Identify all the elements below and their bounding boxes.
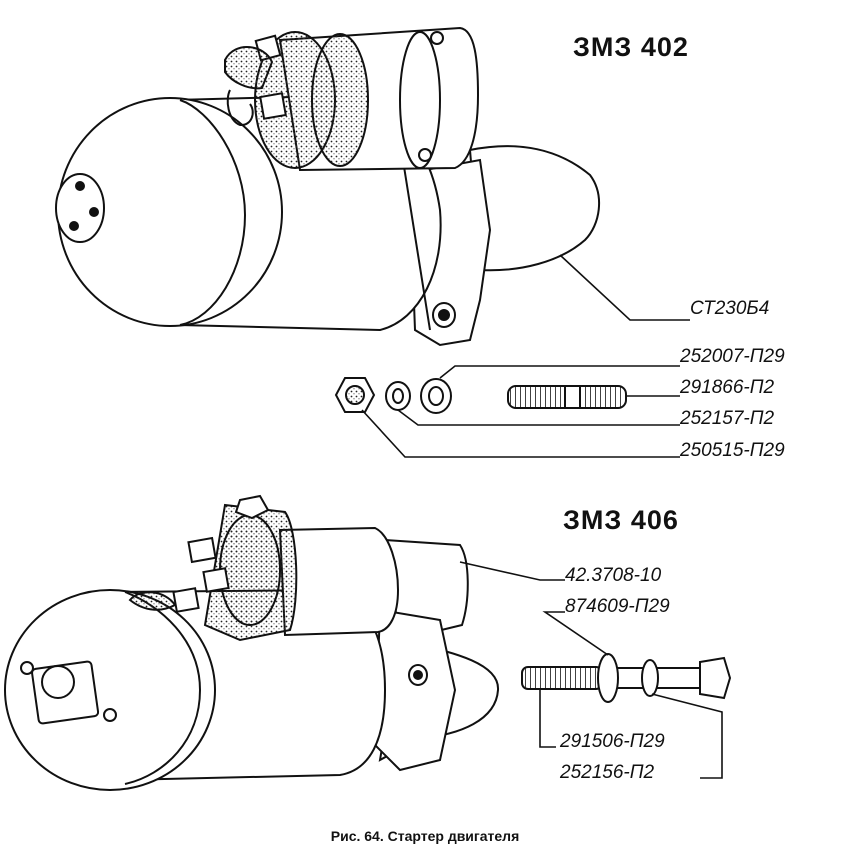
starter-st230b4-drawing: [56, 28, 690, 345]
spring-washer-252157: [386, 382, 410, 410]
label-stud-291866: 291866-П2: [680, 377, 775, 398]
starter-42-3708-10-drawing: [5, 496, 565, 790]
bottom-fasteners: [522, 612, 730, 778]
label-bolt-291506: 291506-П29: [560, 731, 665, 752]
figure-caption: Рис. 64. Стартер двигателя: [330, 828, 520, 844]
label-washer-874609: 874609-П29: [565, 596, 670, 617]
label-starter-42-3708-10: 42.3708-10: [565, 565, 662, 586]
label-washer-252007: 252007-П29: [680, 346, 785, 367]
label-starter-st230b4: СТ230Б4: [690, 298, 770, 319]
label-spring-washer-252156: 252156-П2: [560, 762, 655, 783]
heading-zmz-402: ЗМЗ 402: [573, 32, 689, 62]
flat-washer-252007: [421, 379, 451, 413]
label-spring-washer-252157: 252157-П2: [680, 408, 775, 429]
bolt-291506-head: [700, 658, 730, 698]
top-fasteners: [336, 366, 680, 457]
heading-zmz-406: ЗМЗ 406: [563, 505, 679, 535]
flat-washer-874609: [598, 654, 618, 702]
bolt-291506-thread: [522, 667, 602, 689]
spring-washer-252156: [642, 660, 658, 696]
label-nut-250515: 250515-П29: [680, 440, 785, 461]
